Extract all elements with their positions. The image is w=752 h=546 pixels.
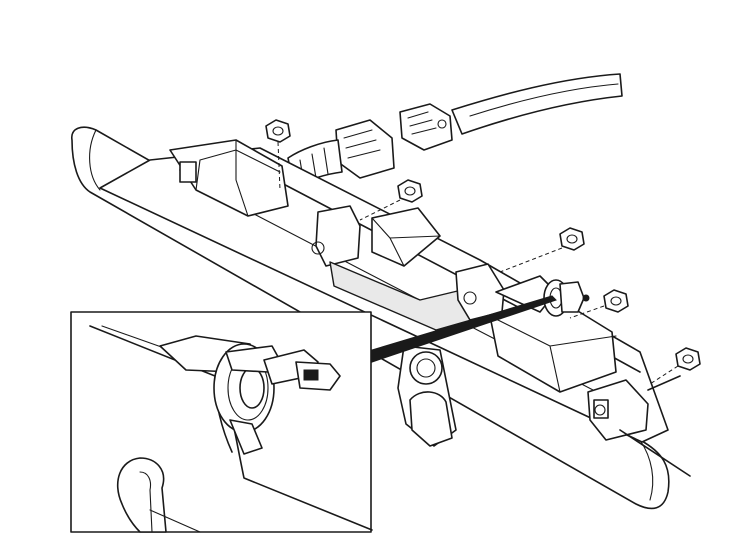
inset-bulb-socket <box>159 335 341 455</box>
nut-1 <box>265 119 291 191</box>
detail-callout-pointer <box>371 295 557 363</box>
mounting-bracket-left <box>169 139 289 217</box>
nut-4 <box>569 289 629 319</box>
detail-inset <box>70 311 373 533</box>
nut-3 <box>499 227 585 273</box>
mounting-bracket-right <box>587 375 691 477</box>
lamp-module-center <box>311 205 479 331</box>
mounting-tab-lower <box>397 345 457 447</box>
wiring-harness <box>399 73 623 151</box>
nut-2 <box>359 179 423 221</box>
inset-wire-loom <box>116 457 201 533</box>
nut-5 <box>649 347 701 385</box>
